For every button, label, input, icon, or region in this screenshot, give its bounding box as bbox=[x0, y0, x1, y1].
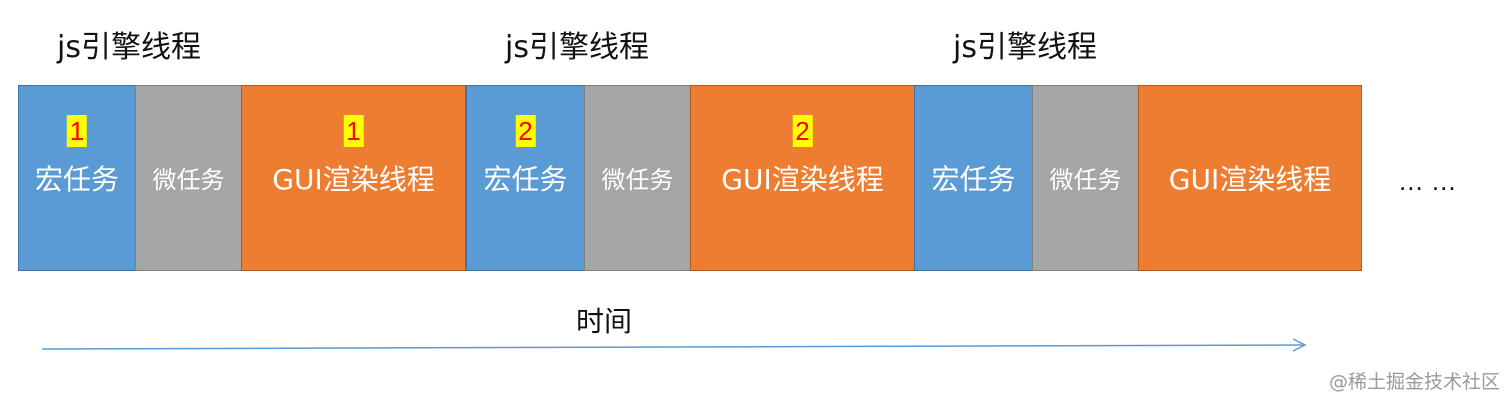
micro-task-label-1: 微任务 bbox=[152, 166, 225, 194]
cycle-badge-2: 2 bbox=[515, 115, 536, 147]
micro-task-block-1: 微任务 bbox=[135, 85, 242, 271]
gui-render-block-3: GUI渲染线程 bbox=[1138, 85, 1362, 271]
gui-render-label-3: GUI渲染线程 bbox=[1168, 163, 1332, 196]
macro-task-label-1: 宏任务 bbox=[34, 163, 119, 196]
thread-label-2: js引擎线程 bbox=[505, 30, 649, 65]
time-axis-label: 时间 bbox=[576, 305, 633, 338]
cycle-badge-1: 1 bbox=[66, 115, 88, 147]
micro-task-block-3: 微任务 bbox=[1032, 85, 1139, 271]
macro-task-block-2: 2 宏任务 bbox=[466, 85, 585, 271]
micro-task-label-2: 微任务 bbox=[601, 166, 674, 194]
gui-render-block-1: 1 GUI渲染线程 bbox=[241, 85, 466, 271]
macro-task-label-3: 宏任务 bbox=[931, 163, 1016, 196]
micro-task-block-2: 微任务 bbox=[584, 85, 691, 271]
gui-render-label-1: GUI渲染线程 bbox=[272, 163, 435, 196]
thread-label-1: js引擎线程 bbox=[57, 30, 201, 65]
continuation-ellipsis: ... ... bbox=[1399, 166, 1457, 196]
thread-label-3: js引擎线程 bbox=[953, 30, 1097, 65]
gui-badge-2: 2 bbox=[792, 115, 813, 147]
gui-render-block-2: 2 GUI渲染线程 bbox=[690, 85, 915, 271]
macro-task-block-3: 宏任务 bbox=[914, 85, 1033, 271]
gui-render-label-2: GUI渲染线程 bbox=[721, 163, 884, 196]
macro-task-label-2: 宏任务 bbox=[483, 163, 568, 196]
watermark: @稀土掘金技术社区 bbox=[1328, 371, 1500, 393]
gui-badge-1: 1 bbox=[343, 115, 364, 147]
micro-task-label-3: 微任务 bbox=[1049, 166, 1122, 194]
